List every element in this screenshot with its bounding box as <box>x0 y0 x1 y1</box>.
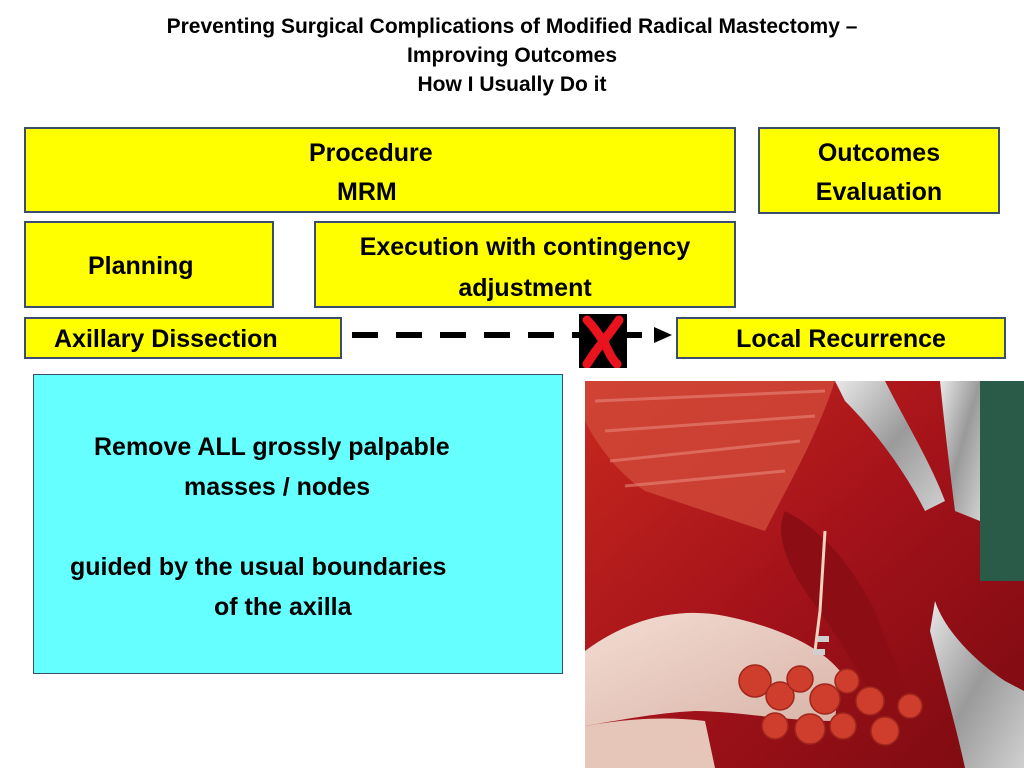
axillary-dissection-label: Axillary Dissection <box>54 325 278 353</box>
execution-sublabel: adjustment <box>458 274 592 302</box>
procedure-label: Procedure <box>309 139 433 167</box>
dashed-arrow <box>352 327 672 343</box>
planning-box: Planning <box>24 221 274 308</box>
title-line-3: How I Usually Do it <box>417 73 607 96</box>
local-recurrence-label: Local Recurrence <box>736 325 946 353</box>
execution-label: Execution with contingency <box>359 233 691 261</box>
outcomes-label: Outcomes <box>817 139 941 167</box>
execution-box: Execution with contingency adjustment <box>314 221 736 308</box>
axillary-dissection-box: Axillary Dissection <box>24 317 342 359</box>
axilla-instruction-box: Remove ALL grossly palpable masses / nod… <box>33 374 563 674</box>
procedure-box: Procedure MRM <box>24 127 736 213</box>
outcomes-sublabel: Evaluation <box>815 178 943 206</box>
surgical-photo <box>585 381 1024 768</box>
red-x-icon <box>579 314 627 368</box>
title-line-2: Improving Outcomes <box>406 44 618 67</box>
slide-title: Preventing Surgical Complications of Mod… <box>40 12 984 99</box>
procedure-sublabel: MRM <box>337 178 397 206</box>
instruction-line-4: of the axilla <box>214 593 352 621</box>
instruction-line-3: guided by the usual boundaries <box>70 553 447 581</box>
arrow-right-icon <box>654 327 672 343</box>
local-recurrence-box: Local Recurrence <box>676 317 1006 359</box>
instruction-line-1: Remove ALL grossly palpable <box>94 433 450 461</box>
title-line-1: Preventing Surgical Complications of Mod… <box>166 15 858 38</box>
instruction-line-2: masses / nodes <box>184 473 371 501</box>
outcomes-box: Outcomes Evaluation <box>758 127 1000 214</box>
planning-label: Planning <box>88 252 194 280</box>
